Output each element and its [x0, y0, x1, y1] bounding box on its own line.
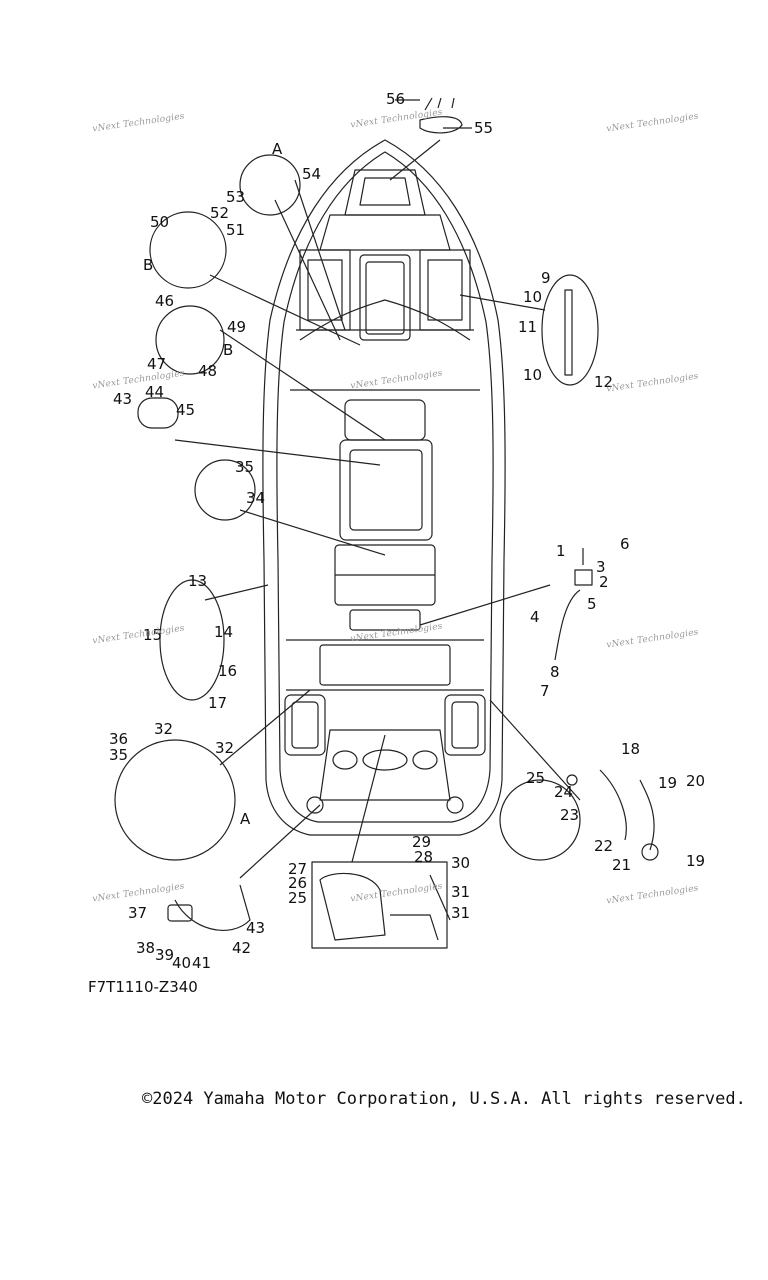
callout-29: 28	[414, 848, 434, 866]
callout-b-left: B	[143, 256, 154, 274]
callout-28: 27	[288, 860, 308, 878]
copyright-notice: ©2024 Yamaha Motor Corporation, U.S.A. A…	[142, 1089, 746, 1109]
callout-19-bottom: 19	[686, 852, 706, 870]
callout-7: 7	[540, 682, 550, 700]
callout-10-bottom: 10	[523, 366, 543, 384]
callout-14: 14	[214, 623, 234, 641]
callout-44: 42	[232, 939, 252, 957]
callout-17: 17	[208, 694, 228, 712]
callout-27: 26	[288, 874, 308, 892]
callout-41: 39	[155, 946, 175, 964]
callout-20: 20	[686, 772, 706, 790]
callout-11: 11	[518, 318, 538, 336]
callout-54: 51	[226, 221, 246, 239]
callout-30: 29	[412, 833, 432, 851]
callout-4: 4	[530, 608, 540, 626]
callout-9: 9	[541, 269, 551, 287]
callout-52: 49	[227, 318, 247, 336]
callout-42: 40	[172, 954, 192, 972]
callout-15: 15	[143, 626, 163, 644]
callout-16: 16	[218, 662, 238, 680]
callout-58: 55	[474, 119, 494, 137]
callout-25: 25	[526, 769, 546, 787]
callout-57: 54	[302, 165, 322, 183]
callout-8: 8	[550, 663, 560, 681]
callout-a-bottom: A	[240, 810, 251, 828]
callout-12: 12	[594, 373, 614, 391]
callout-26: 25	[288, 889, 308, 907]
callout-31-top: 30	[451, 854, 471, 872]
callout-49: 46	[155, 292, 175, 310]
callout-33: 32	[215, 739, 235, 757]
callout-2: 2	[599, 573, 609, 591]
callout-3: 3	[596, 558, 606, 576]
callout-50: 47	[147, 355, 167, 373]
callout-40: 38	[136, 939, 156, 957]
callout-35: 35	[109, 746, 129, 764]
callout-19-top: 19	[658, 774, 678, 792]
callout-53: 50	[150, 213, 170, 231]
callout-47: 44	[145, 383, 165, 401]
callout-59: 56	[386, 90, 406, 108]
diagram-code: F7T1110-Z340	[88, 978, 198, 996]
callout-56: 53	[226, 188, 246, 206]
callout-32: 31	[451, 883, 471, 901]
callout-24: 24	[554, 783, 574, 801]
callout-a-top: A	[272, 140, 283, 158]
hull-outline	[262, 139, 506, 836]
callout-22: 22	[594, 837, 614, 855]
callout-37: 34	[246, 489, 266, 507]
callout-b-right: B	[223, 341, 234, 359]
callout-43: 41	[192, 954, 212, 972]
callout-1: 1	[556, 542, 566, 560]
callout-10-top: 10	[523, 288, 543, 306]
callout-34: 32	[154, 720, 174, 738]
callout-31-bottom: 31	[451, 904, 471, 922]
callout-18: 18	[621, 740, 641, 758]
callout-5: 5	[587, 595, 597, 613]
callout-23: 23	[560, 806, 580, 824]
callout-13: 13	[188, 572, 208, 590]
boat-parts-diagram	[114, 97, 659, 949]
callout-55: 52	[210, 204, 230, 222]
callout-38: 35	[235, 458, 255, 476]
callout-48: 45	[176, 401, 196, 419]
callout-6: 6	[620, 535, 630, 553]
callout-36: 36	[109, 730, 129, 748]
callout-45: 43	[246, 919, 266, 937]
callout-51: 48	[198, 362, 218, 380]
callout-39: 37	[128, 904, 148, 922]
callout-21: 21	[612, 856, 632, 874]
callout-46: 43	[113, 390, 133, 408]
detail-circle-top	[239, 154, 301, 216]
